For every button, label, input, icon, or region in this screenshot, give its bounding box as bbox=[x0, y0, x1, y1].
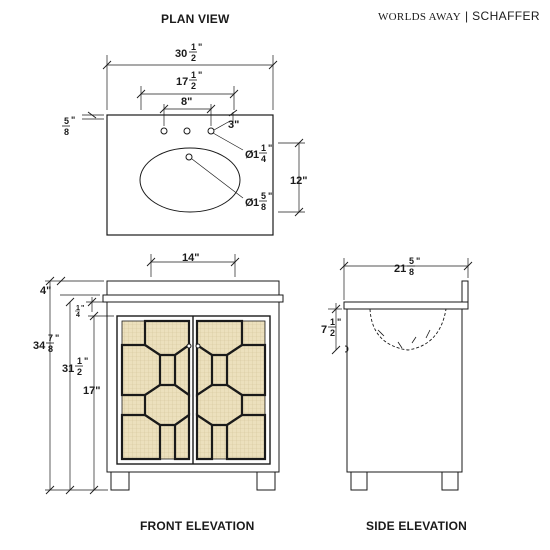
right-door-knob bbox=[195, 343, 201, 349]
svg-text:Ø: Ø bbox=[245, 197, 254, 209]
svg-text:1: 1 bbox=[191, 42, 196, 52]
svg-text:": " bbox=[268, 191, 272, 201]
side-backsplash bbox=[461, 280, 469, 303]
svg-text:7: 7 bbox=[48, 333, 53, 343]
side-front-foot bbox=[350, 471, 368, 491]
side-labels: 21 5 8 " 7 1 2 " bbox=[321, 256, 420, 338]
drain-diameter-label: Ø 1 5 8 " bbox=[245, 191, 272, 212]
right-door-cane-panel bbox=[196, 320, 266, 460]
svg-text:4: 4 bbox=[261, 154, 266, 164]
faucet-hole-center bbox=[183, 127, 191, 135]
svg-text:2: 2 bbox=[191, 53, 196, 63]
overall-width-label: 30 1 2 " bbox=[175, 42, 202, 63]
svg-text:5: 5 bbox=[409, 256, 414, 266]
counter-height-label: 31 1 2 " bbox=[62, 356, 88, 377]
bowl-profile bbox=[369, 308, 447, 351]
door-height-label: 17" bbox=[83, 385, 100, 397]
svg-text:8: 8 bbox=[409, 267, 414, 277]
svg-text:4: 4 bbox=[76, 312, 80, 319]
front-right-foot bbox=[256, 471, 276, 491]
svg-text:Ø: Ø bbox=[245, 149, 254, 161]
drain-hole bbox=[185, 153, 193, 161]
svg-text:1: 1 bbox=[261, 143, 266, 153]
svg-text:": " bbox=[268, 143, 272, 153]
hole-diameter-label: Ø 1 1 4 " bbox=[245, 143, 272, 164]
svg-text:": " bbox=[337, 317, 341, 327]
bowl-width-label: 14" bbox=[182, 252, 199, 264]
hole-spacing-label: 8" bbox=[181, 96, 192, 108]
faucet-hole-right bbox=[207, 127, 215, 135]
svg-text:1: 1 bbox=[76, 305, 80, 312]
svg-text:": " bbox=[416, 256, 420, 266]
reveal-label: 1 4 " bbox=[75, 305, 84, 319]
svg-text:30: 30 bbox=[175, 48, 187, 60]
svg-text:8: 8 bbox=[261, 202, 266, 212]
faucet-span-label: 17 1 2 " bbox=[176, 70, 202, 91]
svg-text:31: 31 bbox=[62, 363, 74, 375]
plan-view-title: PLAN VIEW bbox=[161, 12, 230, 26]
svg-text:1: 1 bbox=[253, 149, 259, 161]
svg-text:2: 2 bbox=[77, 367, 82, 377]
countertop-outline bbox=[106, 114, 274, 236]
side-countertop bbox=[343, 301, 469, 310]
svg-text:5: 5 bbox=[261, 191, 266, 201]
overall-depth-label: 21 5 8 " bbox=[394, 256, 420, 277]
svg-text:": " bbox=[71, 115, 75, 125]
model-name: SCHAFFER bbox=[472, 9, 540, 23]
top-thickness-label: 5 8 " bbox=[62, 115, 75, 137]
side-back-foot bbox=[441, 471, 459, 491]
svg-text:21: 21 bbox=[394, 263, 406, 275]
svg-text:1: 1 bbox=[77, 356, 82, 366]
plan-labels: 30 1 2 " 17 1 2 " 8" 3" 5 8 " Ø bbox=[62, 42, 307, 212]
svg-text:2: 2 bbox=[191, 81, 196, 91]
svg-text:8: 8 bbox=[48, 344, 53, 354]
svg-text:1: 1 bbox=[191, 70, 196, 80]
plan-view bbox=[82, 55, 305, 236]
sink-bowl bbox=[139, 147, 241, 213]
brand-separator: | bbox=[465, 9, 469, 23]
left-door-knob bbox=[186, 343, 192, 349]
front-elevation bbox=[45, 254, 284, 495]
brand-name: WORLDS AWAY bbox=[378, 11, 461, 23]
svg-text:8: 8 bbox=[64, 127, 69, 137]
left-door-lattice bbox=[120, 319, 191, 461]
svg-text:1: 1 bbox=[253, 197, 259, 209]
svg-text:7: 7 bbox=[321, 324, 327, 336]
countertop bbox=[102, 294, 284, 303]
edge-offset-label: 3" bbox=[228, 119, 239, 131]
left-door-cane-panel bbox=[121, 320, 190, 460]
brand-header: WORLDS AWAY |SCHAFFER bbox=[378, 9, 540, 23]
svg-text:2: 2 bbox=[330, 328, 335, 338]
faucet-hole-left bbox=[160, 127, 168, 135]
side-elevation-title: SIDE ELEVATION bbox=[366, 519, 468, 533]
svg-text:": " bbox=[84, 356, 88, 366]
svg-text:17: 17 bbox=[176, 76, 188, 88]
svg-text:5: 5 bbox=[64, 116, 69, 126]
side-knob bbox=[344, 345, 349, 353]
side-elevation bbox=[328, 258, 473, 491]
bowl-depth-label: 12" bbox=[290, 175, 307, 187]
backsplash-label: 4" bbox=[40, 285, 51, 297]
svg-text:": " bbox=[55, 333, 59, 343]
svg-text:34: 34 bbox=[33, 340, 46, 352]
backsplash bbox=[106, 280, 280, 296]
cabinet-body bbox=[106, 301, 280, 473]
svg-text:": " bbox=[198, 70, 202, 80]
front-left-foot bbox=[110, 471, 130, 491]
svg-text:": " bbox=[198, 42, 202, 52]
svg-text:1: 1 bbox=[330, 317, 335, 327]
bowl-height-label: 7 1 2 " bbox=[321, 317, 341, 338]
front-elevation-title: FRONT ELEVATION bbox=[140, 519, 255, 533]
side-body bbox=[346, 308, 463, 473]
front-labels: 14" 4" 34 7 8 " 1 4 " 31 1 2 " bbox=[33, 252, 199, 397]
svg-text:": " bbox=[81, 305, 84, 312]
overall-height-label: 34 7 8 " bbox=[33, 333, 59, 354]
